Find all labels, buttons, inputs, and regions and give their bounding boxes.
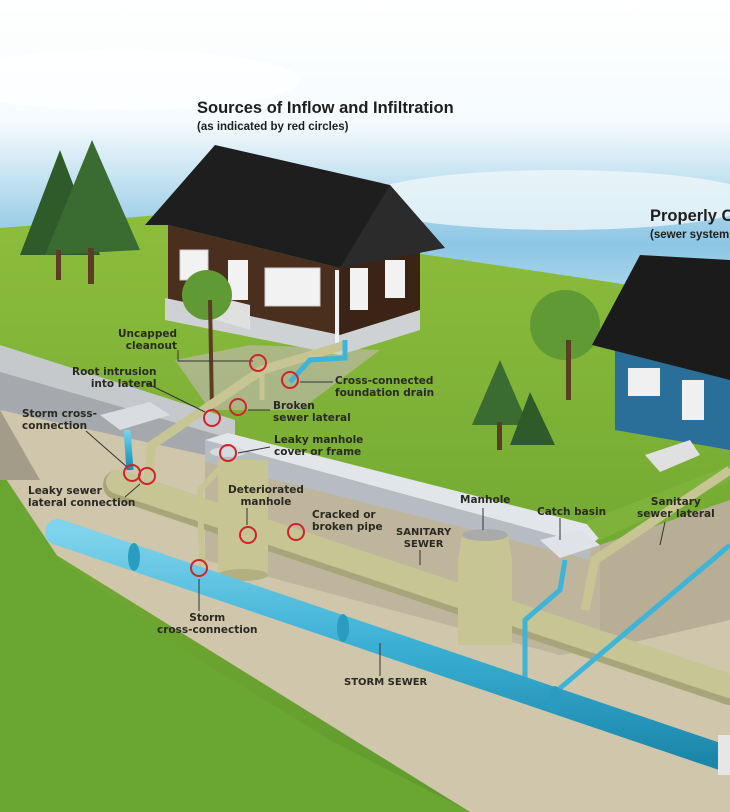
tree-trunk: [208, 299, 214, 411]
manhole-top: [462, 529, 508, 541]
right-subtitle: (sewer system: [650, 229, 730, 241]
manhole: [458, 535, 512, 645]
pipe-end: [718, 735, 730, 775]
house-right: [592, 255, 730, 472]
problem-circle-cleanout: [249, 354, 267, 372]
catch-basin-pipe: [522, 559, 568, 700]
manhole-cover: [210, 447, 246, 457]
cloud: [0, 50, 300, 110]
pine-trees: [20, 140, 600, 450]
label-storm-sewer: STORM SEWER: [344, 677, 428, 688]
sewer-lateral: [143, 340, 347, 479]
grass-slope: [0, 470, 470, 812]
label-storm-cross-connection-top: Storm cross-connection: [22, 408, 98, 432]
problem-circle-deteriorated-manhole: [239, 526, 257, 544]
pipe-joint: [128, 543, 140, 571]
grass-strip: [585, 465, 730, 540]
storm-sewer-pipe: [45, 519, 730, 773]
right-title: Properly C: [650, 207, 730, 225]
sidewalk: [205, 433, 610, 545]
road-surface: [0, 345, 235, 440]
storm-cross-pipe: [196, 457, 231, 567]
deteriorated-manhole: [218, 460, 268, 575]
problem-circle-storm-cross-lower: [190, 559, 208, 577]
trench-side: [0, 410, 40, 480]
diagram-subtitle: (as indicated by red circles): [197, 121, 349, 133]
label-catch-basin: Catch basin: [537, 506, 607, 518]
pipe-joint: [337, 614, 349, 642]
foundation-drain: [288, 340, 348, 384]
yard-tree: [182, 270, 232, 320]
diagram-title: Sources of Inflow and Infiltration: [197, 99, 454, 117]
storm-lateral-right: [538, 543, 730, 707]
storm-drain-pipe: [123, 429, 134, 471]
problem-circle-manhole-cover: [219, 444, 237, 462]
leader-lines: [85, 350, 666, 676]
catch-basin-left: [100, 402, 170, 430]
problem-circle-lateral-connection: [138, 467, 156, 485]
problem-circle-broken-lateral: [229, 398, 247, 416]
label-manhole: Manhole: [460, 494, 511, 506]
problem-circle-foundation-drain: [281, 371, 299, 389]
sanitary-lateral-right: [580, 466, 730, 611]
problem-circles: [123, 354, 305, 577]
house-left: [145, 145, 445, 355]
problem-circle-root-intrusion: [203, 409, 221, 427]
catch-basin-right: [540, 530, 600, 558]
pipe-joint: [549, 686, 561, 714]
problem-circle-cracked-pipe: [287, 523, 305, 541]
cloud: [360, 170, 730, 230]
